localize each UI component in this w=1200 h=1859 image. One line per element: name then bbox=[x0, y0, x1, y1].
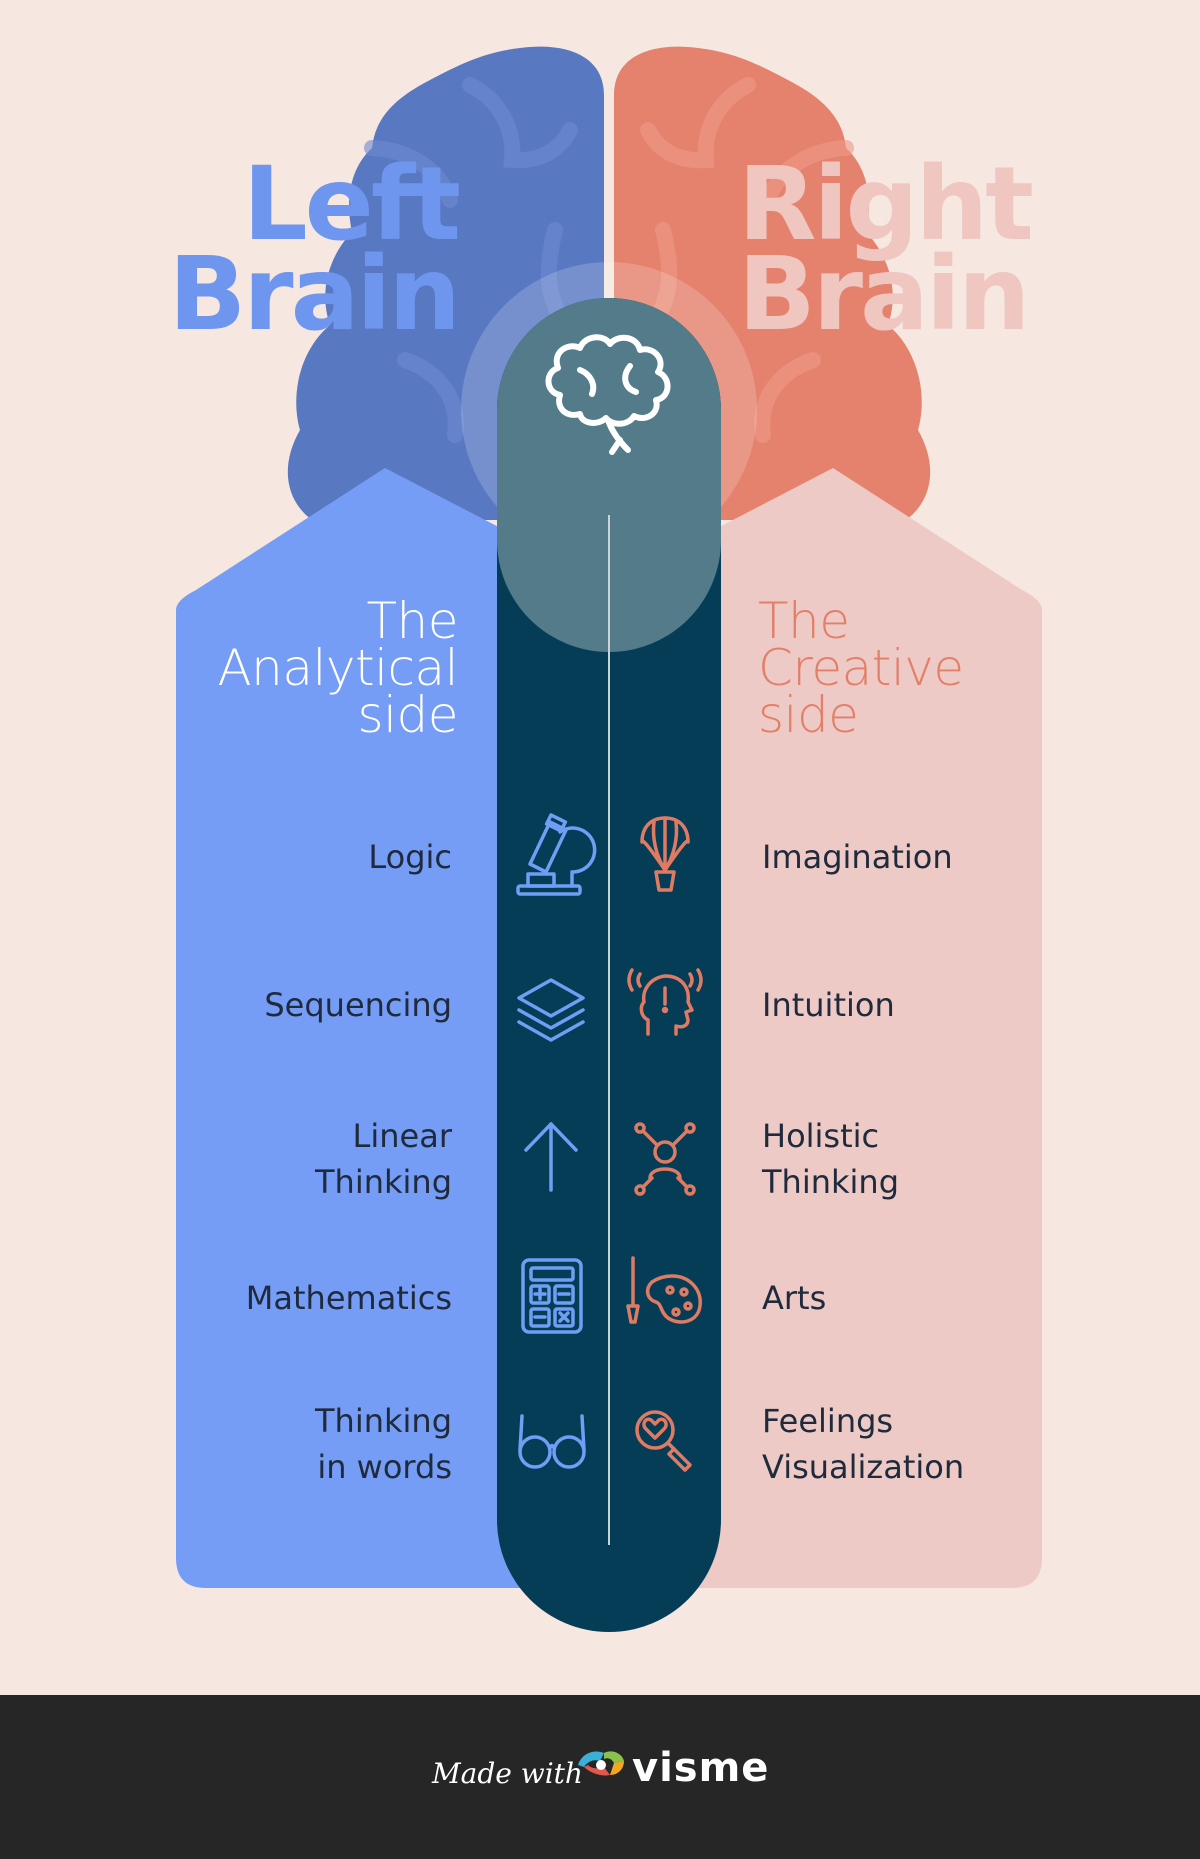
right-item-arts: Arts bbox=[762, 1275, 826, 1321]
left-subtitle-line1: The bbox=[366, 592, 459, 650]
right-item-label: Thinking bbox=[762, 1163, 900, 1201]
left-item-sequencing: Sequencing bbox=[264, 982, 452, 1028]
network-person-icon bbox=[634, 1122, 696, 1196]
right-subtitle-line2: Creative bbox=[758, 639, 964, 697]
made-with-text: Made with bbox=[432, 1757, 583, 1790]
right-item-intuition: Intuition bbox=[762, 982, 895, 1028]
visme-brand-text[interactable]: visme bbox=[632, 1745, 770, 1791]
left-title-line1: Left bbox=[242, 145, 461, 264]
left-item-label: Linear bbox=[352, 1117, 452, 1155]
right-item-label: Holistic bbox=[762, 1117, 880, 1155]
right-item-imagination: Imagination bbox=[762, 834, 953, 880]
heart-magnifier-icon bbox=[635, 1410, 692, 1472]
infographic: Left Brain Right Brain The Analytical si… bbox=[168, 46, 1042, 1632]
left-item-mathematics: Mathematics bbox=[246, 1275, 452, 1321]
left-item-label: Thinking bbox=[314, 1163, 452, 1201]
left-item-label: Sequencing bbox=[264, 986, 452, 1024]
left-item-thinking-in-words: Thinking in words bbox=[315, 1398, 452, 1490]
creative-side-heading: The Creative side bbox=[758, 592, 964, 744]
right-item-label: Intuition bbox=[762, 986, 895, 1024]
right-subtitle-line3: side bbox=[758, 686, 859, 744]
footer-bar: Made with visme bbox=[0, 1695, 1200, 1859]
right-title-line2: Brain bbox=[738, 235, 1030, 354]
left-item-label: Logic bbox=[368, 838, 452, 876]
microscope-icon bbox=[516, 813, 597, 896]
right-title-line1: Right bbox=[738, 145, 1034, 264]
right-brain-title: Right Brain bbox=[738, 145, 1034, 354]
right-item-label: Visualization bbox=[762, 1448, 965, 1486]
right-item-label: Imagination bbox=[762, 838, 953, 876]
glasses-icon bbox=[518, 1414, 586, 1469]
left-item-logic: Logic bbox=[368, 834, 452, 880]
analytical-side-heading: The Analytical side bbox=[217, 592, 459, 744]
brain-icon bbox=[545, 334, 671, 455]
paint-palette-icon bbox=[626, 1256, 702, 1324]
left-title-line2: Brain bbox=[168, 235, 461, 354]
head-intuition-icon bbox=[627, 968, 703, 1036]
left-item-label: Thinking bbox=[314, 1402, 452, 1440]
calculator-icon bbox=[521, 1258, 583, 1334]
layers-icon bbox=[517, 978, 585, 1042]
right-item-feelings-visualization: Feelings Visualization bbox=[762, 1398, 964, 1490]
arrow-up-icon bbox=[524, 1122, 578, 1192]
hot-air-balloon-icon bbox=[640, 816, 690, 892]
right-item-holistic-thinking: Holistic Thinking bbox=[762, 1113, 899, 1205]
left-item-label: Mathematics bbox=[245, 1279, 452, 1317]
left-item-label: in words bbox=[317, 1448, 452, 1486]
visme-logo-icon[interactable] bbox=[574, 1743, 628, 1783]
left-brain-title: Left Brain bbox=[168, 145, 461, 354]
background-illustration bbox=[176, 46, 1042, 1632]
right-item-label: Arts bbox=[762, 1279, 827, 1317]
left-subtitle-line2: Analytical bbox=[217, 639, 458, 697]
center-column bbox=[461, 262, 757, 1632]
left-subtitle-line3: side bbox=[357, 686, 459, 744]
left-item-linear-thinking: Linear Thinking bbox=[315, 1113, 452, 1205]
right-item-label: Feelings bbox=[762, 1402, 894, 1440]
right-subtitle-line1: The bbox=[758, 592, 850, 650]
